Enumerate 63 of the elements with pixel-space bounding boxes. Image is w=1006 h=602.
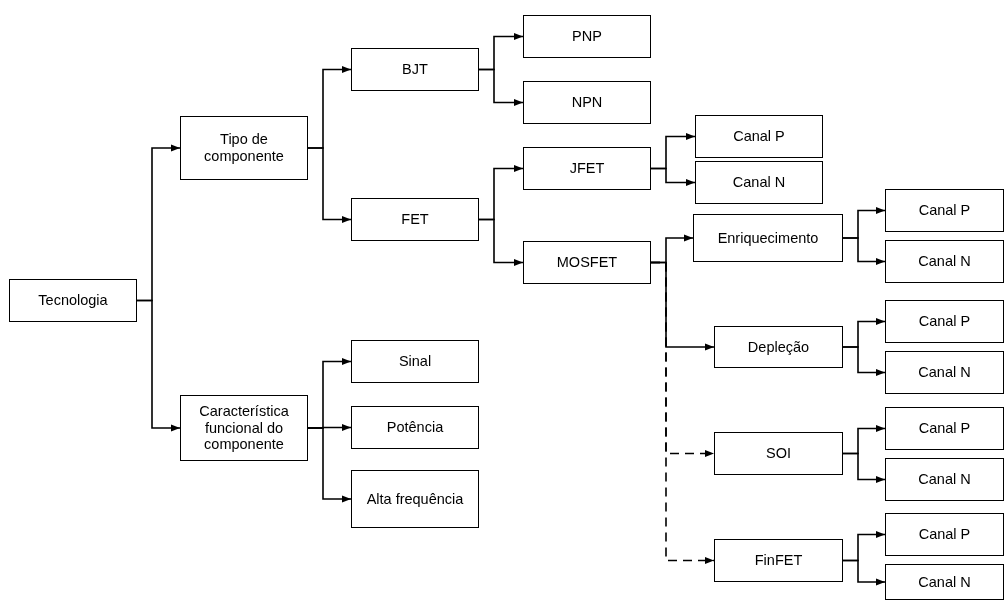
tree-box bbox=[714, 326, 843, 368]
box-label: Característica funcional do componente bbox=[198, 403, 290, 453]
box-label: Canal P bbox=[918, 202, 971, 219]
box-label: BJT bbox=[402, 61, 428, 78]
box-label: Canal N bbox=[918, 573, 971, 591]
box-label: Canal N bbox=[732, 174, 786, 191]
tree-box bbox=[695, 161, 823, 204]
tree-box bbox=[9, 279, 137, 322]
tree-box bbox=[523, 147, 651, 190]
tree-box bbox=[885, 189, 1004, 232]
box-label: Alta frequência bbox=[366, 490, 464, 508]
box-label: Canal P bbox=[918, 313, 971, 330]
box-label: Canal P bbox=[918, 420, 971, 437]
tree-box bbox=[351, 48, 479, 91]
tree-box bbox=[885, 300, 1004, 343]
tree-box bbox=[695, 115, 823, 158]
tree-box bbox=[351, 340, 479, 383]
box-label: Potência bbox=[386, 419, 444, 436]
arrow bbox=[478, 68, 524, 107]
box-label: MOSFET bbox=[556, 254, 618, 271]
box-label: Canal N bbox=[918, 471, 971, 488]
box-label: PNP bbox=[572, 28, 602, 45]
dashed-arrow bbox=[650, 261, 715, 565]
tree-box bbox=[351, 198, 479, 241]
arrow bbox=[478, 218, 524, 267]
arrow bbox=[307, 147, 352, 224]
box-label: JFET bbox=[569, 160, 605, 177]
box-label: Enriquecimento bbox=[717, 229, 819, 247]
box-label: Canal P bbox=[733, 128, 785, 145]
box-label: Sinal bbox=[398, 353, 432, 370]
tree-box bbox=[180, 116, 308, 180]
arrow bbox=[842, 346, 886, 377]
tree-box bbox=[351, 406, 479, 449]
arrow bbox=[842, 237, 886, 266]
box-label: Canal P bbox=[918, 526, 971, 543]
tree-box bbox=[351, 470, 479, 528]
box-label: Tipo de componente bbox=[203, 131, 285, 165]
box-label: Canal N bbox=[918, 253, 971, 270]
box-label: FET bbox=[401, 211, 429, 228]
tree-box bbox=[693, 214, 843, 262]
box-label: NPN bbox=[571, 94, 603, 111]
arrow bbox=[842, 452, 886, 484]
tree-box bbox=[180, 395, 308, 461]
box-label: Depleção bbox=[747, 338, 810, 356]
arrow bbox=[650, 167, 696, 187]
arrow bbox=[307, 427, 352, 503]
tree-box bbox=[885, 564, 1004, 600]
tree-box bbox=[523, 241, 651, 284]
tree-box bbox=[885, 513, 1004, 556]
box-label: Tecnologia bbox=[38, 292, 108, 309]
tree-box bbox=[885, 407, 1004, 450]
arrow bbox=[842, 559, 886, 586]
tree-box bbox=[714, 432, 843, 475]
tree-box bbox=[885, 351, 1004, 394]
tree-box bbox=[885, 458, 1004, 501]
tree-box bbox=[523, 15, 651, 58]
tree-box bbox=[714, 539, 843, 582]
box-label: Canal N bbox=[918, 364, 971, 381]
box-label: FinFET bbox=[754, 552, 803, 569]
arrow bbox=[136, 299, 181, 432]
tree-box bbox=[523, 81, 651, 124]
tree-box bbox=[885, 240, 1004, 283]
box-label: SOI bbox=[766, 445, 791, 462]
